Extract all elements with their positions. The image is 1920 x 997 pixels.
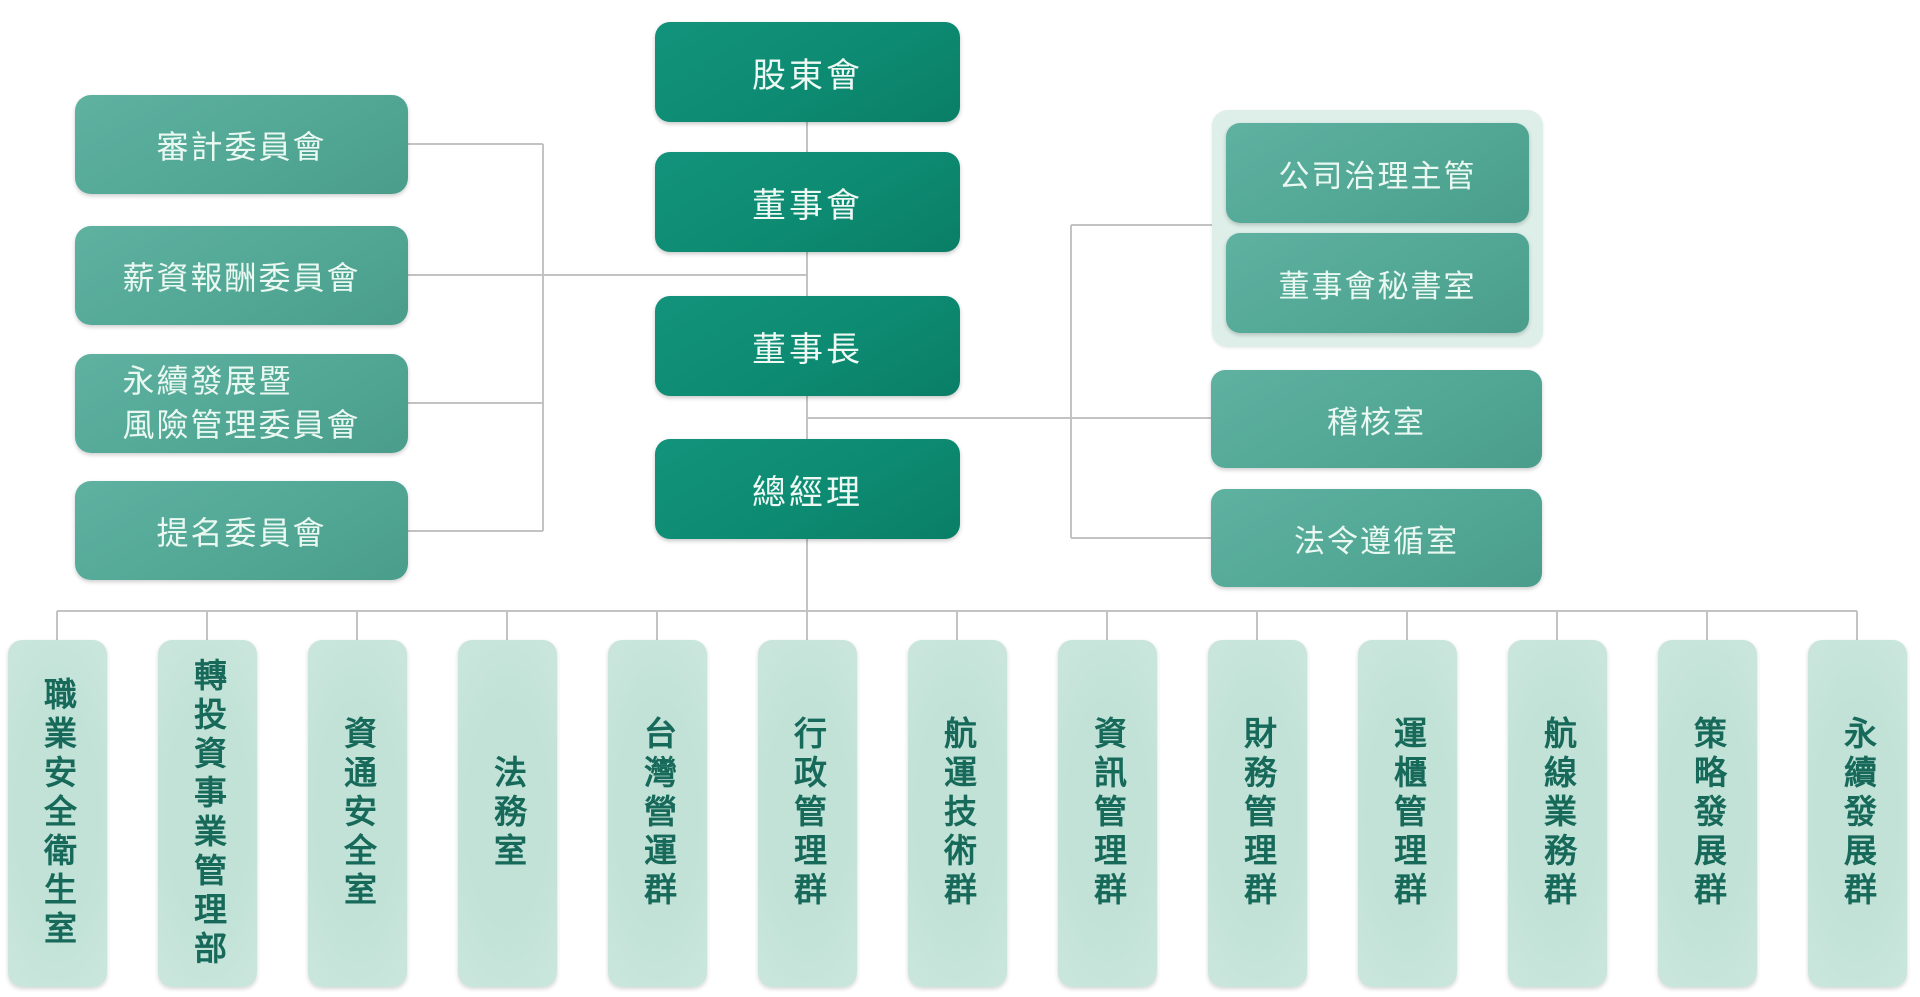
node-label: 資通安全室 xyxy=(339,716,377,911)
node-label: 行政管理群 xyxy=(789,716,827,911)
node-label: 股東會 xyxy=(752,56,863,95)
node-board-of-directors: 董事會 xyxy=(655,152,960,252)
node-information-security-office: 資通安全室 xyxy=(308,640,407,987)
node-container-management-group: 運櫃管理群 xyxy=(1358,640,1457,987)
node-board-secretariat: 董事會秘書室 xyxy=(1226,233,1529,333)
node-label: 審計委員會 xyxy=(156,128,327,165)
node-label: 財務管理群 xyxy=(1239,716,1277,911)
node-label: 航線業務群 xyxy=(1539,716,1577,911)
node-legal-office: 法務室 xyxy=(458,640,557,987)
node-sustainability-risk-committee: 永續發展暨 風險管理委員會 xyxy=(75,354,408,453)
connector-path xyxy=(56,122,1858,641)
node-label: 提名委員會 xyxy=(156,514,327,551)
node-nomination-committee: 提名委員會 xyxy=(75,481,408,580)
node-sustainable-development-group: 永續發展群 xyxy=(1808,640,1907,987)
node-label: 運櫃管理群 xyxy=(1389,716,1427,911)
node-strategy-development-group: 策略發展群 xyxy=(1658,640,1757,987)
node-president: 總經理 xyxy=(655,439,960,539)
node-route-business-group: 航線業務群 xyxy=(1508,640,1607,987)
node-audit-committee: 審計委員會 xyxy=(75,95,408,194)
node-label: 資訊管理群 xyxy=(1089,716,1127,911)
node-label: 法令遵循室 xyxy=(1294,523,1459,559)
node-taiwan-operations-group: 台灣營運群 xyxy=(608,640,707,987)
node-label: 薪資報酬委員會 xyxy=(122,259,361,296)
node-chairman: 董事長 xyxy=(655,296,960,396)
node-label: 公司治理主管 xyxy=(1278,158,1477,194)
node-administration-management-group: 行政管理群 xyxy=(758,640,857,987)
node-occupational-safety-health-office: 職業安全衛生室 xyxy=(8,640,107,987)
node-reinvestment-business-management-dept: 轉投資事業管理部 xyxy=(158,640,257,987)
node-compliance-office: 法令遵循室 xyxy=(1211,489,1542,587)
node-label: 職業安全衛生室 xyxy=(39,677,77,950)
node-label: 永續發展群 xyxy=(1839,716,1877,911)
node-shipping-technology-group: 航運技術群 xyxy=(908,640,1007,987)
node-label: 台灣營運群 xyxy=(639,716,677,911)
node-label: 董事長 xyxy=(752,330,863,369)
node-finance-management-group: 財務管理群 xyxy=(1208,640,1307,987)
node-corporate-governance-officer: 公司治理主管 xyxy=(1226,123,1529,223)
node-label: 稽核室 xyxy=(1327,404,1426,440)
node-compensation-committee: 薪資報酬委員會 xyxy=(75,226,408,325)
node-label: 轉投資事業管理部 xyxy=(189,657,227,970)
node-shareholders-meeting: 股東會 xyxy=(655,22,960,122)
node-label: 總經理 xyxy=(752,473,863,512)
node-label: 航運技術群 xyxy=(939,716,977,911)
node-label: 法務室 xyxy=(489,755,527,872)
node-label: 永續發展暨 風險管理委員會 xyxy=(122,363,361,443)
node-label: 策略發展群 xyxy=(1689,716,1727,911)
node-audit-office: 稽核室 xyxy=(1211,370,1542,468)
node-label: 董事會秘書室 xyxy=(1278,268,1477,304)
node-label: 董事會 xyxy=(752,186,863,225)
node-information-management-group: 資訊管理群 xyxy=(1058,640,1157,987)
